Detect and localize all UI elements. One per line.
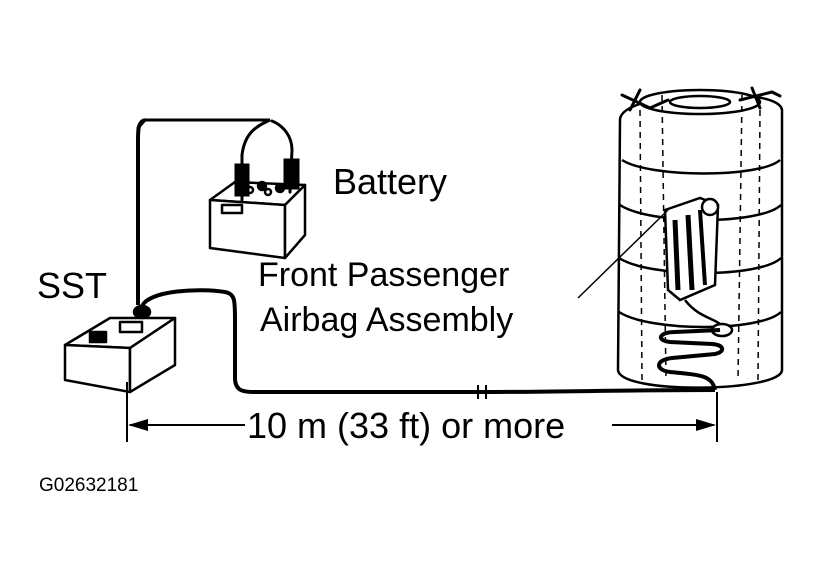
battery-label: Battery	[333, 161, 448, 202]
tire-ties	[620, 86, 782, 112]
sst-box	[63, 304, 177, 394]
airbag-label-line2: Airbag Assembly	[260, 301, 514, 339]
airbag-assembly	[663, 196, 734, 338]
cable-connector	[477, 385, 487, 399]
figure-id: G02632181	[39, 475, 139, 496]
deployment-cable	[140, 288, 716, 394]
battery-clips	[136, 118, 300, 202]
distance-label: 10 m (33 ft) or more	[247, 405, 566, 446]
coiled-cable	[657, 328, 725, 391]
sst-label: SST	[37, 265, 108, 306]
airbag-leader-line	[577, 209, 669, 299]
distance-dimension	[126, 382, 718, 442]
tire-dashed-lines	[639, 94, 761, 381]
battery-cable	[136, 118, 146, 305]
battery-illustration	[208, 180, 307, 260]
airbag-label-line1: Front Passenger	[258, 256, 510, 294]
